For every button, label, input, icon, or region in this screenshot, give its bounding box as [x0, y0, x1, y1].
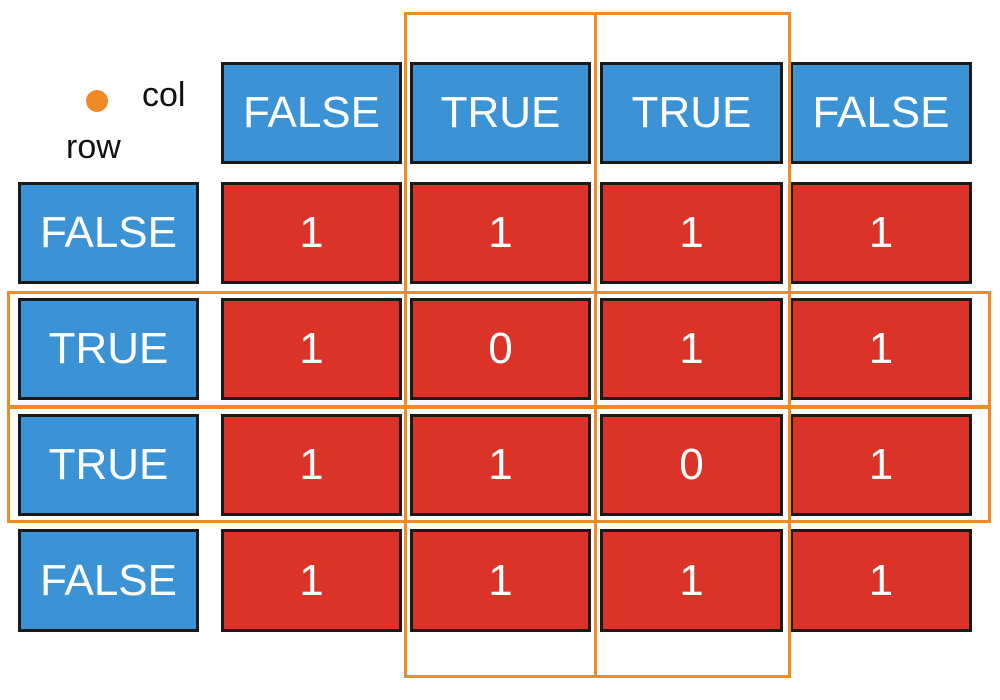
- legend-col-label: col: [142, 76, 186, 114]
- column-header: FALSE: [221, 62, 402, 164]
- matrix-cell: 1: [221, 529, 402, 632]
- matrix-cell: 1: [600, 298, 783, 400]
- matrix-cell: 1: [790, 298, 972, 400]
- matrix-cell: 0: [410, 298, 591, 400]
- column-header: TRUE: [600, 62, 783, 164]
- matrix-cell: 1: [600, 529, 783, 632]
- column-header: TRUE: [410, 62, 591, 164]
- legend-marker-icon: [86, 90, 108, 112]
- row-header: TRUE: [18, 298, 199, 400]
- matrix-cell: 1: [221, 298, 402, 400]
- matrix-cell: 1: [410, 182, 591, 284]
- matrix-cell: 1: [221, 414, 402, 516]
- matrix-cell: 1: [410, 529, 591, 632]
- row-header: FALSE: [18, 529, 199, 632]
- legend-row-label: row: [66, 128, 121, 166]
- matrix-cell: 1: [790, 529, 972, 632]
- matrix-cell: 0: [600, 414, 783, 516]
- matrix-cell: 1: [410, 414, 591, 516]
- column-header: FALSE: [790, 62, 972, 164]
- matrix-cell: 1: [790, 414, 972, 516]
- row-header: FALSE: [18, 182, 199, 284]
- row-header: TRUE: [18, 414, 199, 516]
- matrix-cell: 1: [221, 182, 402, 284]
- matrix-cell: 1: [790, 182, 972, 284]
- matrix-cell: 1: [600, 182, 783, 284]
